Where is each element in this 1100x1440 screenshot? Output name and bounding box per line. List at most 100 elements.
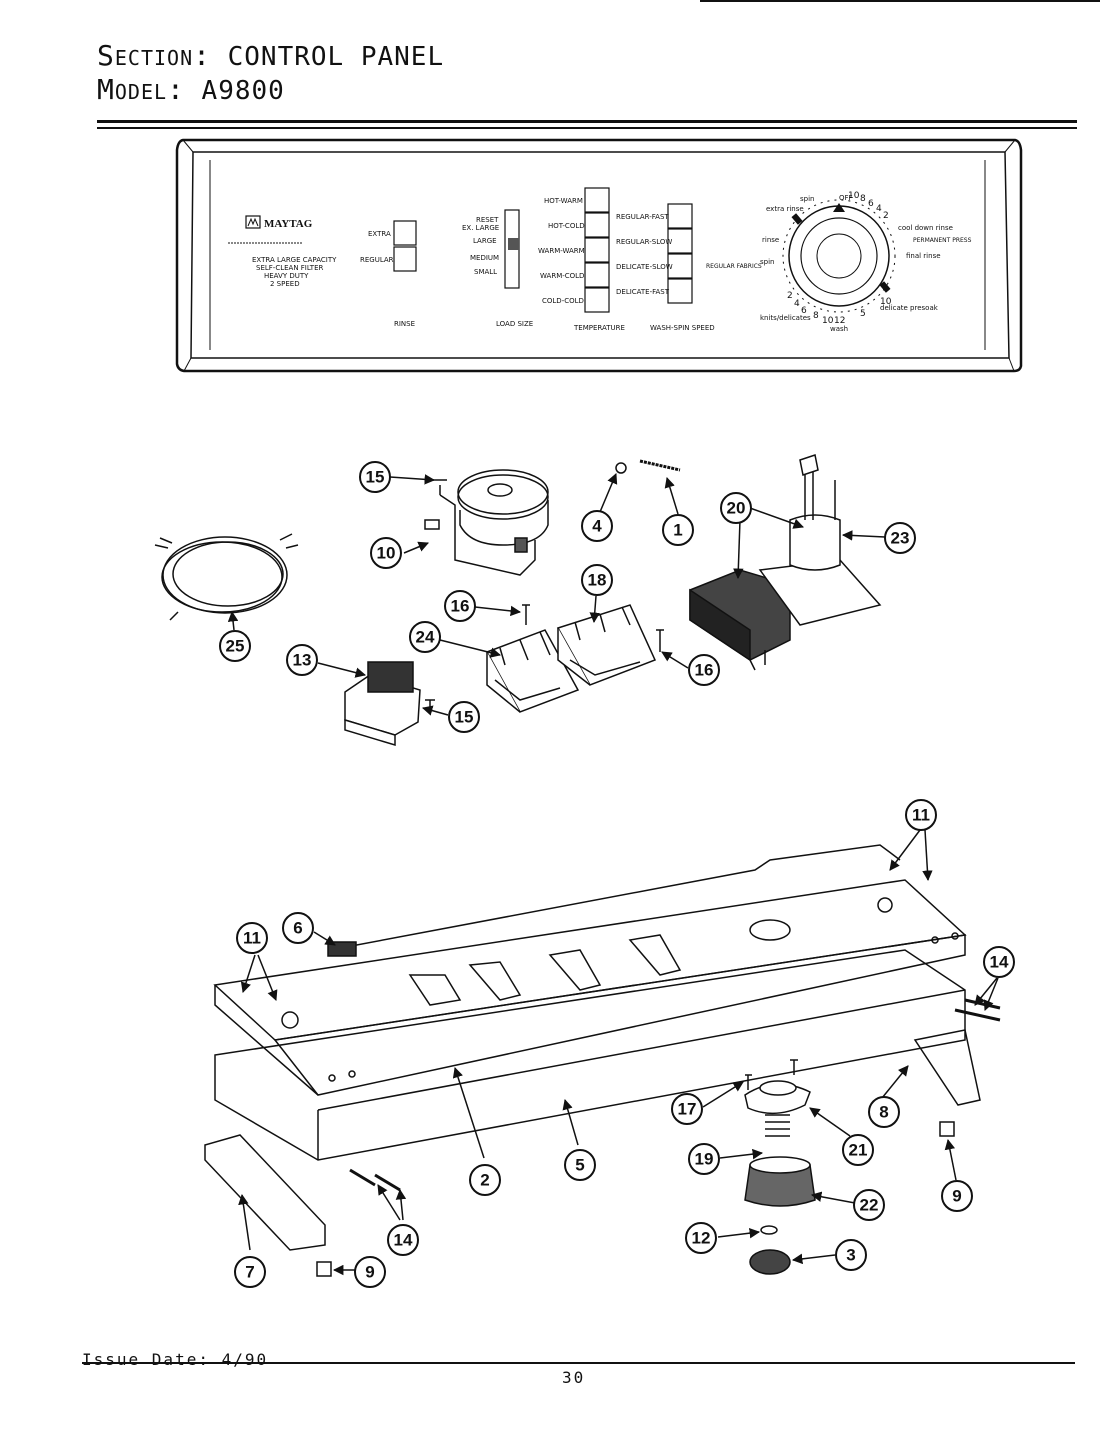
temp-hot-cold-label: HOT-COLD [548,222,585,230]
callout-16-b-text: 16 [695,661,714,680]
callout-18 [581,564,613,596]
dial-wash-label: wash [830,325,848,333]
desc-line-3: HEAVY DUTY [264,272,309,280]
callout-3-text: 3 [846,1246,855,1265]
callout-14-a [983,946,1015,978]
speed-delicate-slow-button[interactable] [667,253,693,279]
speed-regular-fast-label: REGULAR-FAST [616,213,669,221]
dial-num-2-bottom: 2 [787,291,793,301]
dial-spin-label-2: spin [760,258,774,266]
callout-7-text: 7 [245,1263,254,1282]
callout-25-text: 25 [226,637,245,656]
temp-warm-warm-label: WARM-WARM [538,247,585,255]
dial-knits-label: knits/delicates [760,314,811,322]
callout-21 [842,1134,874,1166]
clip-spring [615,459,681,474]
temp-warm-cold-button[interactable] [584,262,610,288]
group-label-rinse: RINSE [394,320,415,328]
leader-lines [227,473,999,1276]
callout-18-text: 18 [588,571,607,590]
header-rule-1 [97,120,1077,123]
rinse-extra-button[interactable] [393,220,417,246]
load-size-slider-knob[interactable] [508,238,519,250]
speed-switch [689,559,882,671]
section-value: CONTROL PANEL [227,42,445,72]
callout-6-text: 6 [293,919,302,938]
callout-13 [286,644,318,676]
dial-num-4-top: 4 [876,204,882,214]
callout-1 [662,514,694,546]
callout-20 [720,492,752,524]
callout-11-a-text: 11 [912,806,930,825]
section-heading: Section: CONTROL PANEL [97,39,445,72]
rinse-regular-label: REGULAR [360,256,394,264]
dial-presoak-label: delicate presoak [880,304,939,312]
rinse-regular-button[interactable] [393,246,417,272]
dial-regular-fabrics-label: REGULAR FABRICS [706,263,762,270]
temp-cold-cold-button[interactable] [584,287,610,313]
callout-12-text: 12 [692,1229,711,1248]
callout-15-b [448,701,480,733]
callout-5-text: 5 [575,1156,584,1175]
rinse-switch [344,661,421,747]
dial-num-2-top: 2 [883,211,889,221]
speed-regular-slow-button[interactable] [667,228,693,254]
temp-hot-warm-button[interactable] [584,187,610,213]
dial-rinse-label: rinse [762,236,779,244]
dial-num-4-bottom: 4 [794,299,800,309]
callout-12 [685,1222,717,1254]
dial-num-6-bottom: 6 [801,306,807,316]
callout-23 [884,522,916,554]
temp-hot-warm-label: HOT-WARM [544,197,583,205]
callout-19-text: 19 [695,1150,714,1169]
callout-8 [868,1096,900,1128]
dial-num-8-bottom: 8 [813,311,819,321]
callout-10 [370,537,402,569]
timer-dial[interactable] [782,199,896,313]
load-exlarge-label: EX. LARGE [462,224,499,232]
callout-14-b [387,1224,419,1256]
speed-delicate-fast-button[interactable] [667,278,693,304]
speed-regular-fast-button[interactable] [667,203,693,229]
callout-11-b [236,922,268,954]
callout-17 [671,1093,703,1125]
callout-2 [469,1164,501,1196]
callout-15-a-text: 15 [366,468,385,487]
callout-14-a-text: 14 [990,953,1009,972]
rinse-extra-label: EXTRA [368,230,391,238]
control-panel: MAYTAG EXTRA LARGE CAPACITY SELF-CLEAN F… [175,138,1023,373]
dial-cool-down-label: cool down rinse [898,224,953,232]
callout-4 [581,510,613,542]
desc-line-4: 2 SPEED [270,280,300,288]
dial-pointer-icon [833,203,845,212]
callout-24 [409,621,441,653]
dial-extra-rinse-label: extra rinse [766,205,804,213]
dial-num-12-bottom: 12 [834,316,845,326]
desc-line-1: EXTRA LARGE CAPACITY [252,256,337,264]
callout-9-b-text: 9 [365,1263,374,1282]
load-small-label: SMALL [474,268,497,276]
speed-regular-slow-label: REGULAR-SLOW [616,238,672,246]
callout-3 [835,1239,867,1271]
callout-22 [853,1189,885,1221]
timer-assembly [424,469,549,576]
callout-2-text: 2 [480,1171,489,1190]
callout-1-text: 1 [673,521,682,540]
callout-5 [564,1149,596,1181]
temp-hot-cold-button[interactable] [584,212,610,238]
callout-22-text: 22 [860,1196,879,1215]
callout-10-text: 10 [377,544,396,563]
speed-delicate-slow-label: DELICATE-SLOW [616,263,673,271]
callout-16-a [444,590,476,622]
maytag-logo-icon [245,215,261,229]
callout-9-a [941,1180,973,1212]
callout-21-text: 21 [849,1141,868,1160]
temp-warm-warm-button[interactable] [584,237,610,263]
callout-16-b [688,654,720,686]
callout-11-a [905,799,937,831]
group-label-load-size: LOAD SIZE [496,320,533,328]
section-key: Section: [97,39,211,72]
load-large-label: LARGE [473,237,497,245]
dial-permanent-press-label: PERMANENT PRESS [913,237,972,244]
